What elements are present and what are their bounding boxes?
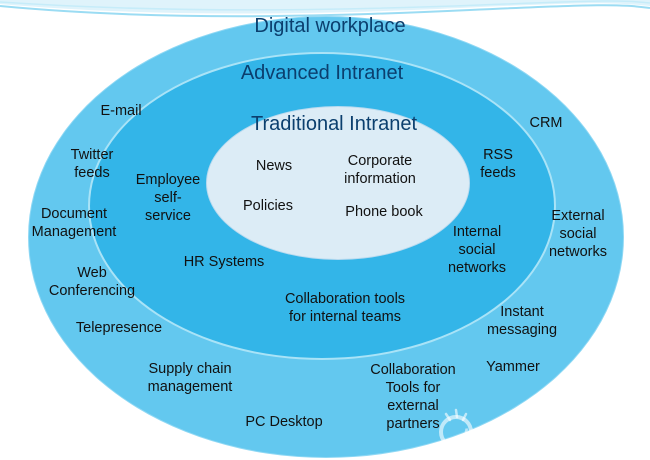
- label-news: News: [255, 158, 293, 174]
- label-instant-messaging: Instant messaging: [486, 304, 558, 338]
- label-corporate-information: Corporate information: [344, 153, 416, 187]
- top-wave-decoration: [0, 0, 650, 18]
- label-internal-social-networks: Internal social networks: [447, 224, 507, 276]
- label-document-management: Document Management: [31, 206, 117, 240]
- label-hr-systems: HR Systems: [183, 254, 265, 270]
- label-rss-feeds: RSS feeds: [480, 147, 516, 181]
- label-telepresence: Telepresence: [75, 320, 163, 336]
- label-yammer: Yammer: [486, 359, 540, 375]
- label-policies: Policies: [243, 198, 293, 214]
- label-crm: CRM: [529, 115, 563, 131]
- label-collaboration-internal: Collaboration tools for internal teams: [284, 291, 406, 325]
- label-employee-self-service: Employee self- service: [135, 172, 201, 224]
- label-web-conferencing: Web Conferencing: [48, 265, 136, 299]
- watermark-text: uantrimang: [462, 418, 623, 451]
- label-twitter-feeds: Twitter feeds: [70, 147, 114, 181]
- watermark-logo-icon: [439, 408, 476, 452]
- label-email: E-mail: [100, 103, 142, 119]
- label-external-social-networks: External social networks: [548, 208, 608, 260]
- label-collaboration-external: Collaboration Tools for external partner…: [370, 362, 456, 432]
- digital-workplace-title: Digital workplace: [254, 15, 406, 37]
- label-phone-book: Phone book: [345, 204, 423, 220]
- advanced-intranet-title: Advanced Intranet: [240, 62, 404, 84]
- traditional-intranet-title: Traditional Intranet: [250, 113, 418, 135]
- label-supply-chain-management: Supply chain management: [147, 361, 233, 395]
- traditional-intranet-ring: [206, 106, 470, 260]
- label-pc-desktop: PC Desktop: [245, 414, 323, 430]
